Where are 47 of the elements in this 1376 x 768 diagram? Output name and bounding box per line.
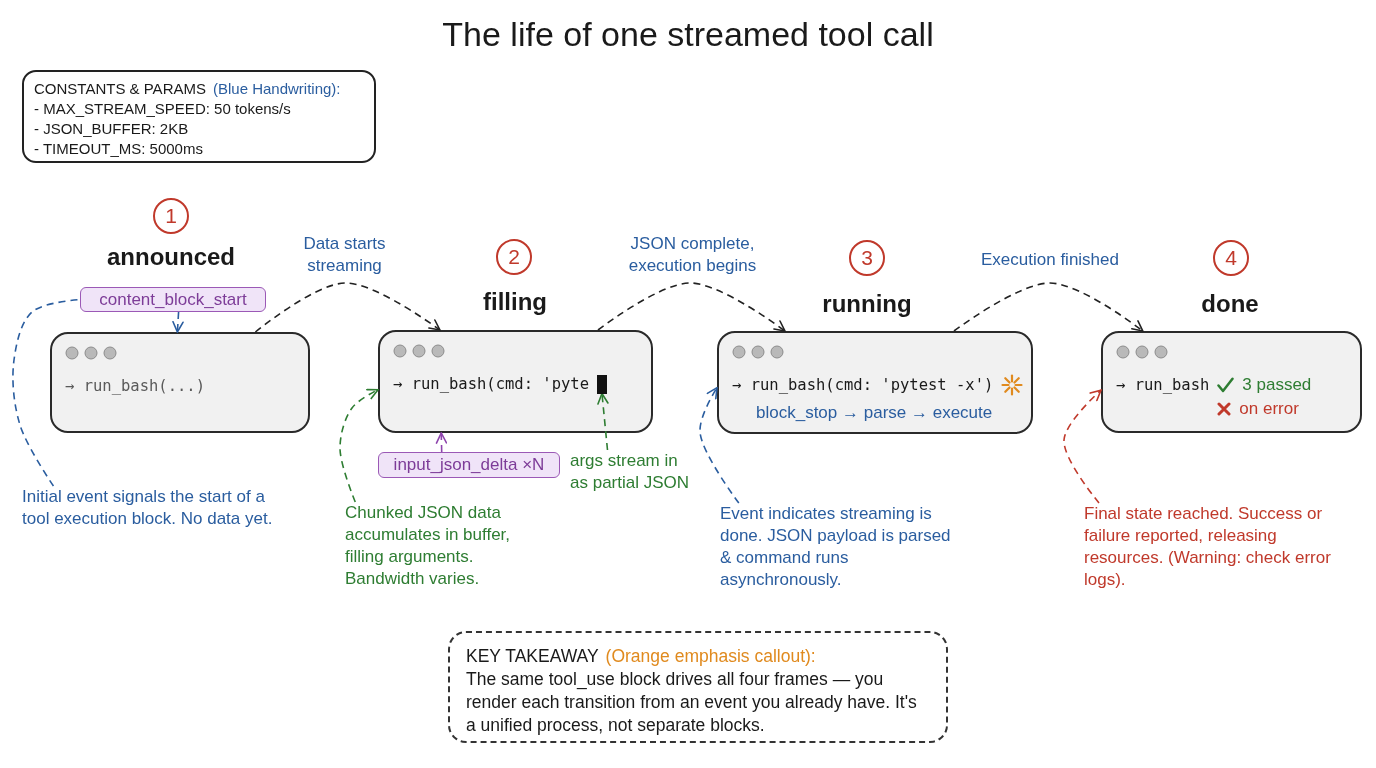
diagram-title: The life of one streamed tool call	[441, 14, 935, 55]
constant-line: - TIMEOUT_MS: 5000ms	[34, 139, 204, 159]
step-number: 4	[1213, 240, 1249, 276]
event-tag: content_block_start	[80, 287, 266, 312]
step-number: 3	[849, 240, 885, 276]
section-heading: CONSTANTS & PARAMS	[34, 79, 206, 99]
annotation-note: args stream in as partial JSON	[570, 450, 695, 494]
constant-line: - JSON_BUFFER: 2KB	[34, 119, 190, 139]
text-cursor-icon	[596, 374, 607, 394]
heading-note: (Orange emphasis callout):	[605, 645, 816, 668]
leader-line	[12, 298, 81, 487]
annotation-note: Initial event signals the start of a tool execution block. No data yet.	[22, 486, 284, 530]
annotation-note: Chunked JSON data accumulates in buffer, filling arguments. Bandwidth varies.	[345, 502, 550, 590]
arrow	[953, 282, 1144, 332]
code-line: → run_bash(...)	[65, 377, 205, 395]
arrow	[699, 386, 740, 504]
state-heading: announced	[107, 243, 235, 271]
terminal-window	[50, 332, 310, 433]
arrow	[597, 282, 786, 332]
code-line: → run_bash	[1116, 376, 1210, 394]
arrow	[597, 392, 609, 451]
state-heading: done	[1201, 290, 1259, 318]
heading-note: (Blue Handwriting):	[212, 79, 341, 99]
terminal-window	[1101, 331, 1362, 433]
arrow	[435, 432, 448, 453]
code-line: → run_bash(cmd: 'pytest -x')	[732, 376, 994, 394]
state-heading: running	[822, 290, 912, 318]
status-text: block_stop → parse → execute	[756, 403, 993, 423]
takeaway-callout	[448, 631, 948, 743]
terminal-window	[378, 330, 653, 433]
code-line: → run_bash(cmd: 'pyte	[393, 375, 589, 393]
step-number: 2	[496, 239, 532, 275]
section-heading: KEY TAKEAWAY	[466, 645, 599, 668]
terminal-window	[717, 331, 1033, 434]
status-text: on error	[1239, 399, 1299, 419]
arrow	[172, 311, 184, 333]
constants-panel	[22, 70, 376, 163]
arrow	[339, 388, 379, 503]
state-heading: filling	[483, 288, 547, 316]
constant-line: - MAX_STREAM_SPEED: 50 tokens/s	[34, 99, 292, 119]
event-tag: input_json_delta ×N	[378, 452, 560, 478]
arrow	[1063, 389, 1102, 504]
takeaway-text: The same tool_use block drives all four frames — you render each transition from an event you already have. It's a unified process, not separate blocks.	[466, 668, 918, 737]
annotation-note: Event indicates streaming is done. JSON payload is parsed & command runs asynchronously.	[720, 503, 955, 591]
status-text: 3 passed	[1242, 375, 1312, 395]
step-number: 1	[153, 198, 189, 234]
annotation-note: Final state reached. Success or failure reported, releasing resources. (Warning: check error logs).	[1084, 503, 1334, 591]
